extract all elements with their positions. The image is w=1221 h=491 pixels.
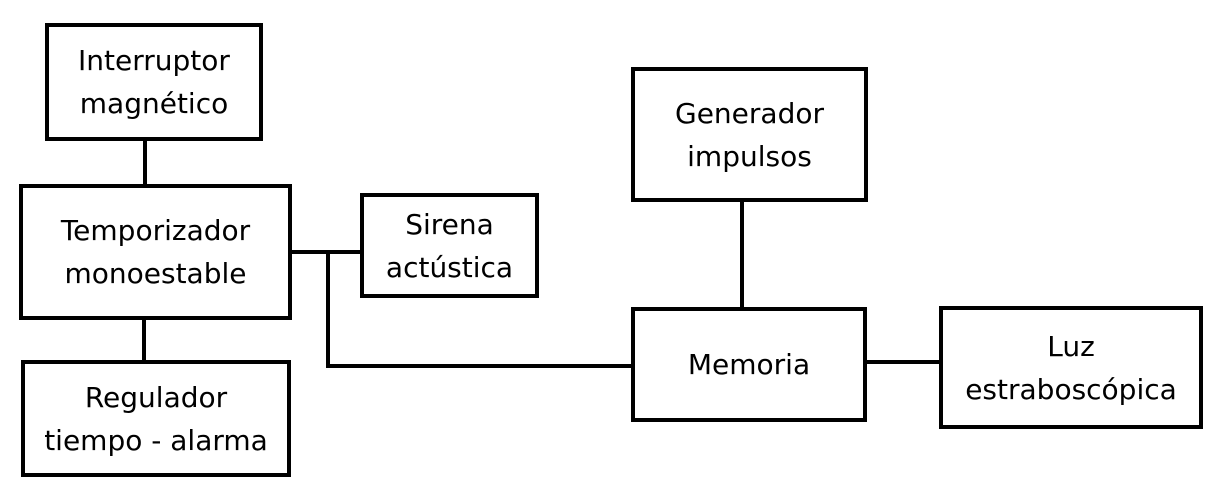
block-regulador-line1: Regulador bbox=[84, 380, 228, 414]
block-temporizador-line1: Temporizador bbox=[60, 214, 251, 247]
block-temporizador-line2: monoestable bbox=[64, 257, 247, 290]
line-temporizador-memoria bbox=[326, 250, 635, 368]
block-luz-estraboscopica: Luz estraboscópica bbox=[939, 306, 1203, 429]
block-interruptor-line1: Interruptor bbox=[78, 44, 230, 77]
block-generador-impulsos: Generador impulsos bbox=[631, 67, 868, 202]
block-temporizador-monoestable: Temporizador monoestable bbox=[19, 184, 292, 320]
block-luz-line2: estraboscópica bbox=[965, 372, 1177, 406]
block-sirena-acustica: Sirena actústica bbox=[360, 193, 539, 298]
block-sirena-line2: actústica bbox=[385, 250, 514, 284]
block-regulador-tiempo-alarma: Regulador tiempo - alarma bbox=[21, 360, 291, 477]
block-generador-line1: Generador bbox=[675, 96, 824, 130]
block-generador-line2: impulsos bbox=[687, 139, 812, 173]
block-sirena-line1: Sirena bbox=[405, 207, 494, 241]
block-luz-line1: Luz bbox=[1047, 329, 1095, 363]
block-interruptor-line2: magnético bbox=[79, 87, 229, 120]
block-interruptor-magnetico: Interruptor magnético bbox=[45, 23, 263, 141]
block-memoria: Memoria bbox=[631, 307, 867, 422]
block-regulador-line2: tiempo - alarma bbox=[44, 423, 268, 457]
block-memoria-line1: Memoria bbox=[687, 348, 811, 381]
